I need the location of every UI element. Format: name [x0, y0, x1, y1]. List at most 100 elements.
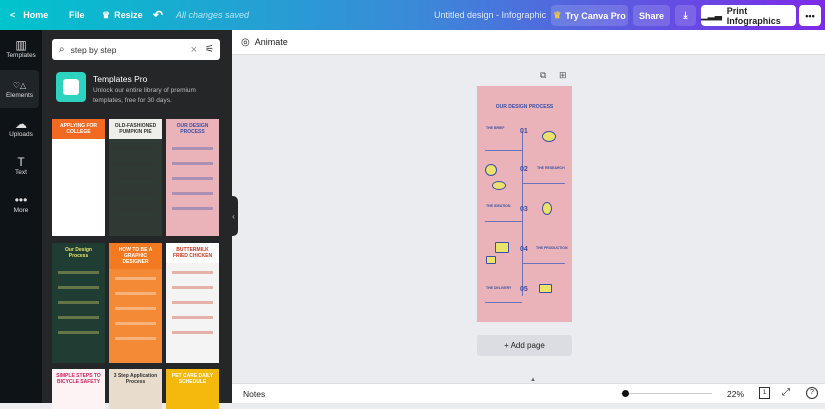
rail-uploads[interactable]: ☁Uploads [0, 109, 42, 147]
template-line [115, 307, 156, 310]
resize-button[interactable]: ♛Resize [102, 0, 143, 30]
fullscreen-icon[interactable]: ⤢ [782, 387, 790, 398]
rail-templates[interactable]: ▥Templates [0, 30, 42, 68]
template-line [58, 147, 99, 150]
save-status: All changes saved [176, 10, 250, 20]
template-thumbnail[interactable]: OUR DESIGN PROCESS [166, 119, 219, 236]
templates-pro-title[interactable]: Templates Pro [93, 74, 148, 84]
print-label: Print Infographics [726, 5, 781, 26]
step-number: 04 [520, 246, 528, 253]
template-line [172, 162, 213, 165]
template-line [115, 277, 156, 280]
speech-bubble-icon [542, 131, 556, 142]
template-title: PET CARE DAILY SCHEDULE [166, 369, 219, 389]
template-line [58, 192, 99, 195]
step-name: THE DELIVERY [486, 286, 512, 290]
truck-icon [539, 284, 552, 293]
resize-label: Resize [114, 10, 143, 20]
template-thumbnail[interactable]: PET CARE DAILY SCHEDULE [166, 369, 219, 409]
more-options-button[interactable]: ••• [799, 5, 821, 26]
home-button[interactable]: <Home [10, 0, 48, 30]
rail-label: Uploads [9, 131, 33, 138]
monitor-icon [495, 242, 509, 253]
step-number: 01 [520, 128, 528, 135]
undo-icon[interactable]: ↶ [153, 8, 164, 22]
top-bar: <Home File ♛Resize ↶ All changes saved U… [0, 0, 825, 30]
zoom-slider-knob[interactable] [621, 390, 629, 397]
scroll-up-icon[interactable]: ▲ [530, 377, 536, 383]
template-line [115, 337, 156, 340]
file-menu[interactable]: File [69, 10, 85, 20]
zoom-level[interactable]: 22% [727, 389, 745, 399]
template-line [115, 147, 156, 150]
download-icon[interactable]: ⤓ [675, 5, 696, 26]
template-line [115, 162, 156, 165]
template-line [58, 316, 99, 319]
template-thumbnail[interactable]: BUTTERMILK FRIED CHICKEN [166, 243, 219, 363]
design-title-text: OUR DESIGN PROCESS [495, 104, 554, 110]
camera-icon [486, 256, 496, 264]
template-title: OUR DESIGN PROCESS [166, 119, 219, 139]
template-line [115, 192, 156, 195]
templates-pro-desc: Unlock our entire library of premium tem… [93, 87, 196, 104]
template-line [115, 177, 156, 180]
template-title: SIMPLE STEPS TO BICYCLE SAFETY [52, 369, 105, 389]
step-name: THE IDEATION [486, 204, 511, 208]
filter-icon[interactable]: ⚟ [205, 44, 214, 55]
search-input[interactable]: step by step [70, 44, 117, 55]
template-title: Our Design Process [52, 243, 105, 263]
notes-button[interactable]: Notes [243, 389, 266, 399]
step-number: 03 [520, 206, 528, 213]
add-page-button[interactable]: + Add page [477, 335, 572, 356]
template-thumbnail[interactable]: SIMPLE STEPS TO BICYCLE SAFETY [52, 369, 105, 409]
animate-icon[interactable]: ◎ [241, 36, 250, 48]
rail-more[interactable]: •••More [0, 185, 42, 223]
clear-icon[interactable]: × [190, 43, 198, 56]
search-box[interactable]: ⌕ step by step × ⚟ [52, 39, 220, 60]
print-infographics-button[interactable]: ▁▂▃Print Infographics [701, 5, 796, 26]
template-title: APPLYING FOR COLLEGE [52, 119, 105, 139]
eye-icon [492, 181, 506, 190]
lightbulb-icon [542, 202, 552, 215]
template-line [172, 316, 213, 319]
template-thumbnail[interactable]: 3 Step Application Process [109, 369, 162, 409]
magnifier-icon [485, 164, 497, 176]
rail-label: Text [15, 169, 27, 176]
templates-panel: ⌕ step by step × ⚟ Templates Pro Unlock … [42, 30, 232, 409]
design-page[interactable]: OUR DESIGN PROCESS THE BRIEF 01 THE RESE… [477, 86, 572, 322]
crown-icon: ♛ [102, 9, 111, 20]
template-thumbnail[interactable]: APPLYING FOR COLLEGE [52, 119, 105, 236]
template-line [58, 301, 99, 304]
design-title[interactable]: Untitled design - Infographic [434, 10, 547, 20]
collapse-panel-handle[interactable]: ‹ [229, 196, 238, 236]
template-line [115, 207, 156, 210]
template-title: 3 Step Application Process [109, 369, 162, 389]
zoom-slider[interactable] [620, 390, 712, 397]
chevron-left-icon: < [10, 10, 16, 20]
try-canva-pro-button[interactable]: ♛Try Canva Pro [551, 5, 628, 26]
template-thumbnail[interactable]: HOW TO BE A GRAPHIC DESIGNER [109, 243, 162, 363]
share-button[interactable]: Share [633, 5, 670, 26]
rail-label: Templates [6, 52, 36, 59]
template-thumbnail[interactable]: Our Design Process [52, 243, 105, 363]
template-line [58, 286, 99, 289]
rail-label: More [13, 207, 29, 214]
animate-button[interactable]: Animate [254, 37, 288, 47]
animate-bar: ◎ Animate [232, 30, 825, 55]
template-line [172, 192, 213, 195]
add-page-icon[interactable]: ⊞ [559, 70, 567, 80]
duplicate-page-icon[interactable]: ⧉ [540, 70, 547, 80]
page-count-button[interactable]: 1 [759, 387, 770, 399]
template-title: OLD-FASHIONED PUMPKIN PIE [109, 119, 162, 139]
upload-cloud-icon: ☁ [15, 117, 27, 131]
template-title: HOW TO BE A GRAPHIC DESIGNER [109, 243, 162, 269]
step-name: THE RESEARCH [537, 166, 565, 170]
help-button[interactable]: ? [806, 387, 818, 399]
template-line [172, 271, 213, 274]
rail-elements[interactable]: ♡△Elements [0, 70, 39, 108]
template-thumbnail[interactable]: OLD-FASHIONED PUMPKIN PIE [109, 119, 162, 236]
template-line [115, 322, 156, 325]
more-icon: ••• [14, 193, 28, 207]
